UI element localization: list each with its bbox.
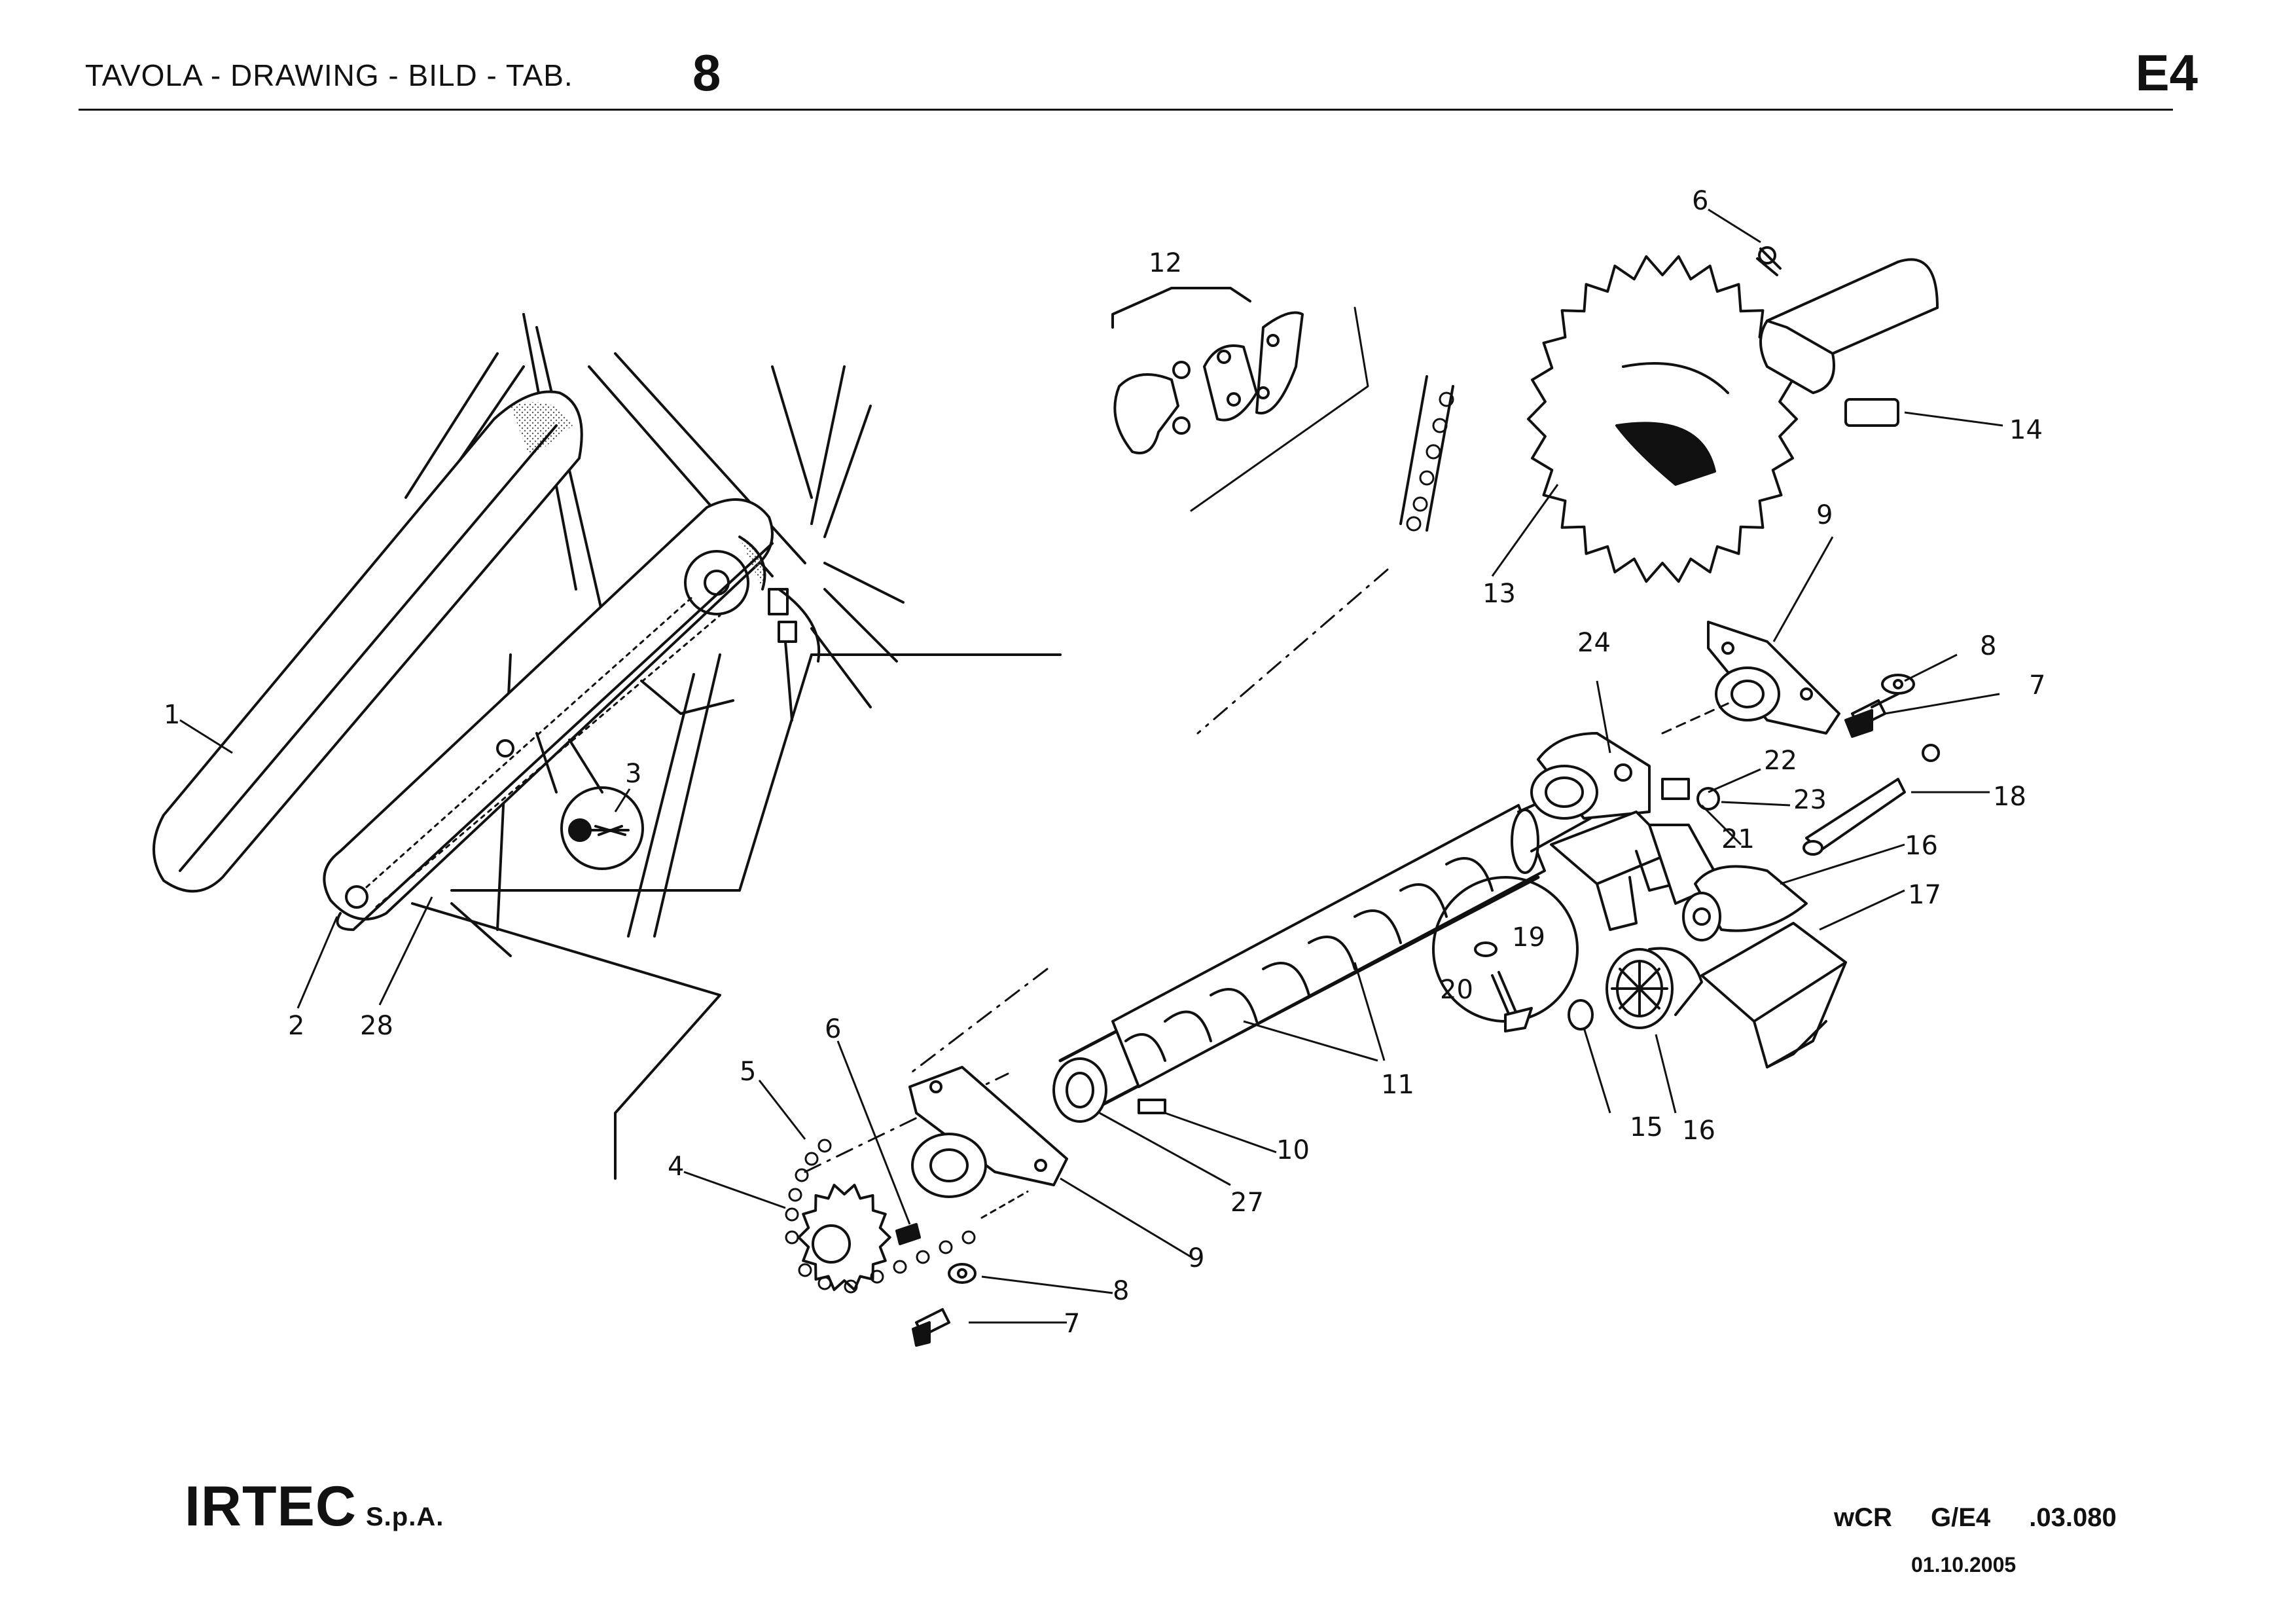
part-4-small-sprocket xyxy=(797,1184,891,1291)
callout-18: 18 xyxy=(1993,782,2026,812)
parts-7-8-bolt-washer-top xyxy=(1844,674,1915,738)
parts-7-8-bolt-washer-bottom xyxy=(912,1263,977,1347)
part-6-grub-screw-bottom xyxy=(895,1223,921,1245)
callout-22: 22 xyxy=(1764,746,1797,776)
callout-labels: 1 2 28 3 4 5 6 6 7 7 8 8 9 9 10 11 12 13… xyxy=(164,186,2045,1339)
part-17-frame xyxy=(1700,922,1847,1068)
shaft-and-key-top xyxy=(1756,246,1939,427)
part-13-large-sprocket xyxy=(1527,255,1798,583)
callout-3: 3 xyxy=(625,759,641,789)
callout-7-bottom: 7 xyxy=(1064,1309,1080,1339)
parts-15-16-cap-wheel xyxy=(1568,865,1808,1030)
callout-16-bottom: 16 xyxy=(1682,1116,1715,1146)
callout-23: 23 xyxy=(1793,785,1827,815)
callout-9-bottom: 9 xyxy=(1188,1243,1204,1273)
callout-2: 2 xyxy=(288,1011,304,1041)
part-3-screw xyxy=(496,732,644,870)
part-24-tube xyxy=(1530,699,1736,820)
leader-lines xyxy=(179,208,2003,1324)
callout-6-top: 6 xyxy=(1692,186,1708,216)
callout-6-bottom: 6 xyxy=(825,1014,841,1044)
callout-17: 17 xyxy=(1908,880,1941,910)
callout-20: 20 xyxy=(1440,975,1473,1005)
table-number: 8 xyxy=(692,44,721,101)
callout-28: 28 xyxy=(360,1011,393,1041)
part-2-chain-housing xyxy=(323,498,774,931)
callout-16-right: 16 xyxy=(1905,831,1938,861)
callout-12: 12 xyxy=(1149,248,1182,278)
table-code: E4 xyxy=(2135,44,2198,101)
callout-5: 5 xyxy=(740,1057,756,1087)
part-chain-top xyxy=(1190,306,1454,735)
callout-4: 4 xyxy=(668,1152,684,1182)
company-name-text: IRTEC xyxy=(185,1475,357,1538)
callout-13: 13 xyxy=(1482,579,1516,609)
callout-19: 19 xyxy=(1512,922,1545,953)
parts-21-22-23-small xyxy=(1661,744,1940,811)
callout-8-top: 8 xyxy=(1980,631,1996,661)
callout-7-top: 7 xyxy=(2029,670,2045,701)
drawing-title: TAVOLA - DRAWING - BILD - TAB. xyxy=(85,58,573,92)
part-12-chain-link xyxy=(1111,287,1304,454)
part-9-bearing-bottom xyxy=(908,1066,1068,1198)
part-9-bearing-top xyxy=(1707,621,1840,735)
callout-15: 15 xyxy=(1630,1112,1663,1142)
callout-11: 11 xyxy=(1381,1070,1414,1100)
callout-10: 10 xyxy=(1276,1135,1310,1165)
document-date: 01.10.2005 xyxy=(1911,1553,2017,1577)
callout-1: 1 xyxy=(164,700,180,730)
company-suffix: S.p.A. xyxy=(366,1503,444,1531)
callout-9-top: 9 xyxy=(1816,500,1833,530)
callout-8-bottom: 8 xyxy=(1113,1276,1129,1306)
header-rule xyxy=(79,109,2173,111)
company-name: IRTEC S.p.A. xyxy=(185,1474,444,1539)
document-reference: wCR G/E4 .03.080 xyxy=(1834,1503,2117,1532)
callout-14: 14 xyxy=(2009,415,2043,445)
part-11-worm-shaft xyxy=(908,784,1592,1123)
callout-27: 27 xyxy=(1230,1188,1264,1218)
callout-21: 21 xyxy=(1721,824,1755,854)
part-1-long-guard xyxy=(152,390,583,893)
callout-24: 24 xyxy=(1577,628,1611,658)
frame-background-lines xyxy=(404,313,1062,1180)
part-18-pin xyxy=(1803,778,1906,856)
